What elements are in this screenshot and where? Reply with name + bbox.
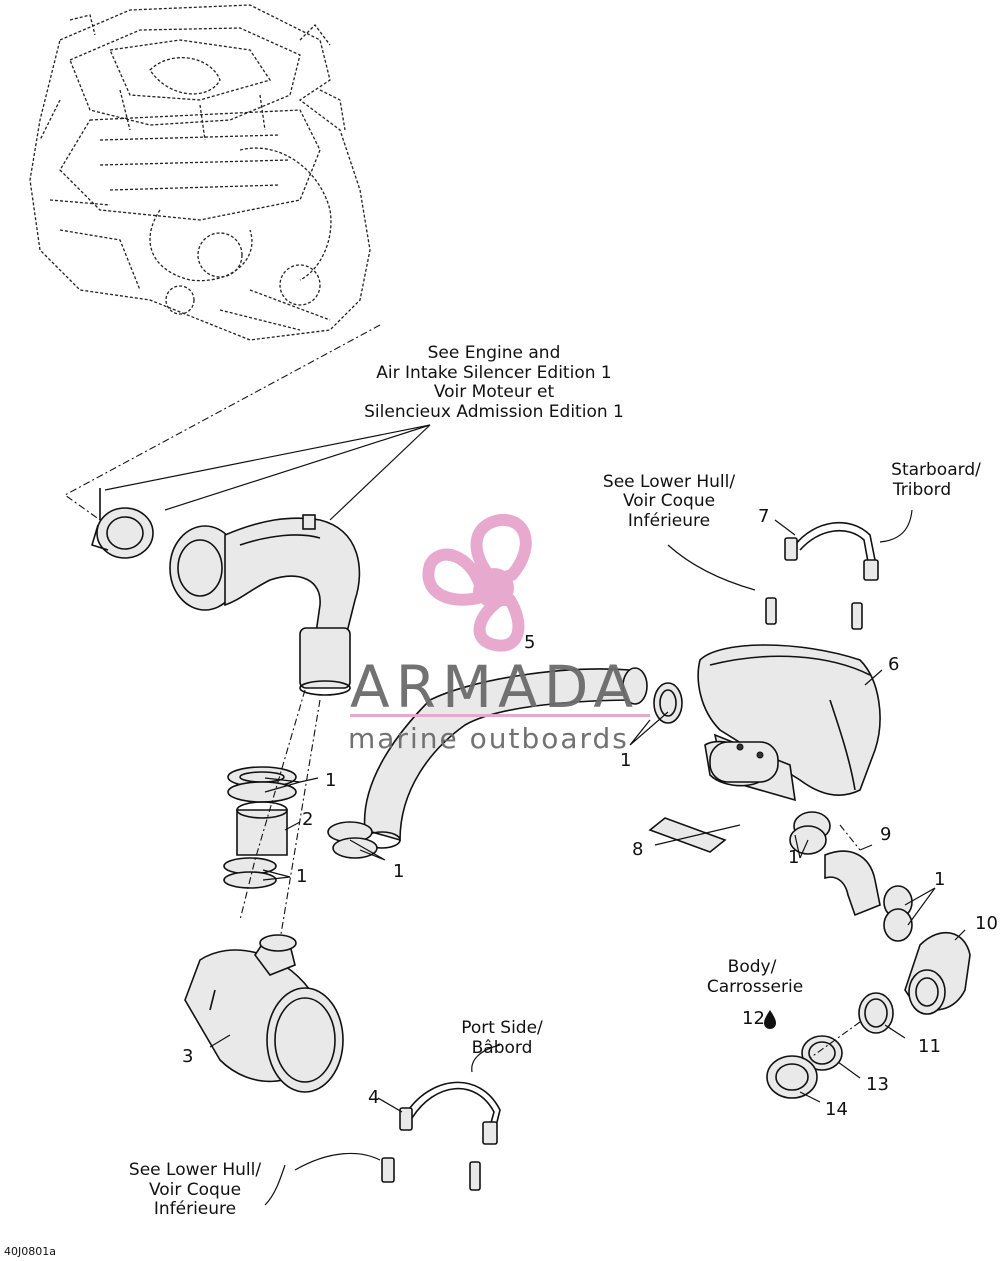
- svg-text:Silencieux Admission Edition 1: Silencieux Admission Edition 1: [364, 402, 624, 422]
- callout-lower-hull-top: See Lower Hull/ Voir Coque Inférieure: [603, 472, 735, 531]
- label-2: 2: [302, 809, 313, 830]
- svg-text:Voir Coque: Voir Coque: [623, 491, 715, 511]
- label-6: 6: [888, 654, 899, 675]
- svg-text:marine outboards: marine outboards: [348, 722, 629, 755]
- sealant-drop-icon: [764, 1010, 776, 1029]
- label-8: 8: [632, 839, 643, 860]
- svg-text:Inférieure: Inférieure: [628, 511, 710, 531]
- svg-text:Port Side/: Port Side/: [461, 1018, 543, 1038]
- clamps-9: [883, 885, 913, 942]
- svg-text:Carrosserie: Carrosserie: [707, 977, 803, 997]
- svg-text:See Engine and: See Engine and: [428, 343, 561, 363]
- exhaust-hose: [363, 667, 648, 849]
- strap-8: [648, 817, 727, 853]
- callout-lower-hull-bottom: See Lower Hull/ Voir Coque Inférieure: [129, 1160, 261, 1219]
- strap-4: [381, 1081, 501, 1191]
- label-7: 7: [758, 506, 769, 527]
- outlet-10: [904, 931, 971, 1015]
- svg-text:Inférieure: Inférieure: [154, 1199, 236, 1219]
- figure-id: 40J0801a: [4, 1245, 56, 1258]
- elbow-hose-9: [824, 850, 881, 917]
- label-14: 14: [825, 1099, 848, 1120]
- rings: [766, 992, 894, 1099]
- strap-7: [765, 521, 879, 630]
- svg-text:Voir Coque: Voir Coque: [149, 1180, 241, 1200]
- svg-text:Body/: Body/: [728, 957, 777, 977]
- part-number-labels: 1 2 1 1 1 1 1 3 4 5 6 7 8 9 10 11 12 13 …: [182, 506, 998, 1120]
- label-1-a: 1: [325, 770, 336, 791]
- armada-watermark: ARMADA marine outboards: [348, 513, 650, 755]
- label-1-d: 1: [620, 750, 631, 771]
- label-5: 5: [524, 632, 535, 653]
- label-1-b: 1: [296, 866, 307, 887]
- label-3: 3: [182, 1046, 193, 1067]
- resonator: [697, 644, 881, 855]
- label-9: 9: [880, 824, 891, 845]
- coupler-stack-left: [223, 766, 297, 889]
- label-13: 13: [866, 1074, 889, 1095]
- label-4: 4: [368, 1087, 379, 1108]
- callout-starboard: Starboard/ Tribord: [891, 460, 981, 500]
- label-12: 12: [742, 1008, 765, 1029]
- svg-text:Bâbord: Bâbord: [472, 1038, 533, 1058]
- engine-phantom: [29, 4, 371, 341]
- callout-engine-ref: See Engine and Air Intake Silencer Editi…: [364, 343, 624, 422]
- callout-body: Body/ Carrosserie: [707, 957, 803, 997]
- leader-lines: [104, 424, 966, 1206]
- engine-ref-line: [63, 324, 381, 521]
- label-1-c: 1: [393, 861, 404, 882]
- label-1-e: 1: [788, 847, 799, 868]
- svg-text:See Lower Hull/: See Lower Hull/: [603, 472, 735, 492]
- label-1-f: 1: [934, 869, 945, 890]
- propeller-logo-icon: [422, 513, 532, 652]
- svg-text:Starboard/: Starboard/: [891, 460, 981, 480]
- muffler: [184, 934, 344, 1093]
- svg-text:Tribord: Tribord: [892, 480, 951, 500]
- label-11: 11: [918, 1036, 941, 1057]
- svg-text:See Lower Hull/: See Lower Hull/: [129, 1160, 261, 1180]
- exhaust-elbow: [169, 514, 361, 696]
- svg-text:ARMADA: ARMADA: [350, 653, 639, 721]
- callout-port-side: Port Side/ Bâbord: [461, 1018, 543, 1058]
- svg-text:Voir Moteur et: Voir Moteur et: [434, 382, 555, 402]
- label-10: 10: [975, 913, 998, 934]
- engine-clamp: [91, 488, 154, 559]
- svg-text:Air Intake Silencer Edition 1: Air Intake Silencer Edition 1: [376, 363, 611, 383]
